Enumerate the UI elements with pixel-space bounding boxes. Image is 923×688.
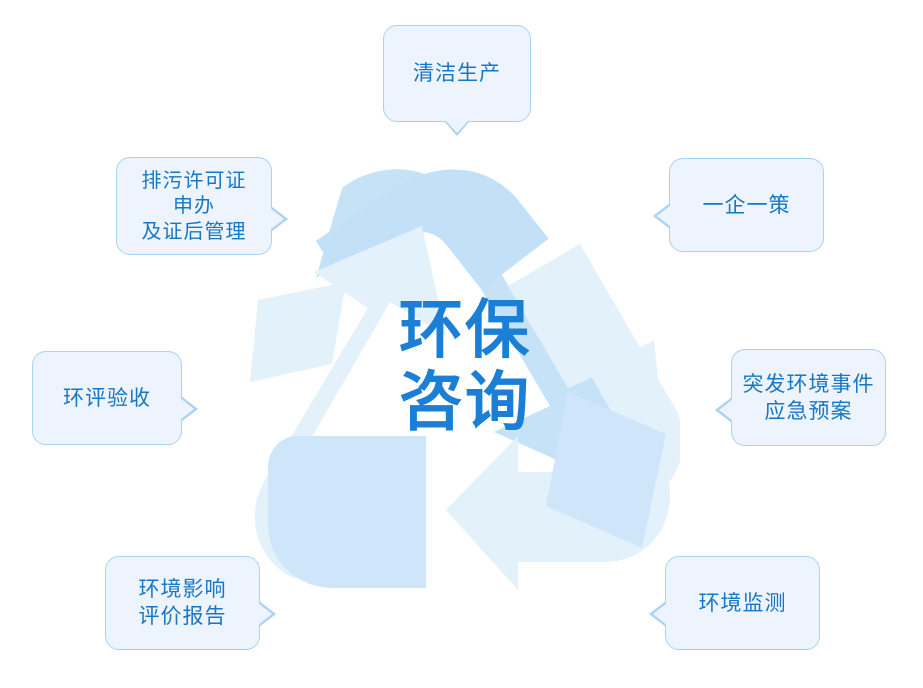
bubble-tail-fill-icon xyxy=(653,603,667,625)
bubble-label: 环境监测 xyxy=(698,590,787,615)
bubble-environmental-monitoring[interactable]: 环境监测 xyxy=(649,556,820,650)
bubble-label: 一企一策 xyxy=(702,192,791,217)
bubble-clean-production[interactable]: 清洁生产 xyxy=(383,25,531,136)
bubble-discharge-permit[interactable]: 排污许可证 申办 及证后管理 xyxy=(116,157,288,255)
bubble-label: 环境影响 评价报告 xyxy=(138,577,227,628)
bubble-tail-fill-icon xyxy=(446,121,468,133)
bubble-label: 环评验收 xyxy=(63,385,151,410)
bubble-tail-fill-icon xyxy=(270,208,284,230)
bubble-tail-fill-icon xyxy=(258,603,272,625)
page-title: 环保 咨询 xyxy=(399,294,531,440)
bubble-tail-fill-icon xyxy=(180,398,194,420)
bubble-label: 清洁生产 xyxy=(413,61,501,86)
bubble-label: 排污许可证 申办 及证后管理 xyxy=(141,167,247,243)
bubble-tail-fill-icon xyxy=(719,399,733,421)
bubble-tail-fill-icon xyxy=(657,205,671,227)
bubble-emergency-plan[interactable]: 突发环境事件 应急预案 xyxy=(715,349,886,446)
bubble-label: 突发环境事件 应急预案 xyxy=(742,371,875,423)
bubble-eia-report[interactable]: 环境影响 评价报告 xyxy=(105,556,276,650)
bubble-one-enterprise-one-policy[interactable]: 一企一策 xyxy=(653,158,824,252)
bubble-eia-acceptance[interactable]: 环评验收 xyxy=(32,351,198,445)
